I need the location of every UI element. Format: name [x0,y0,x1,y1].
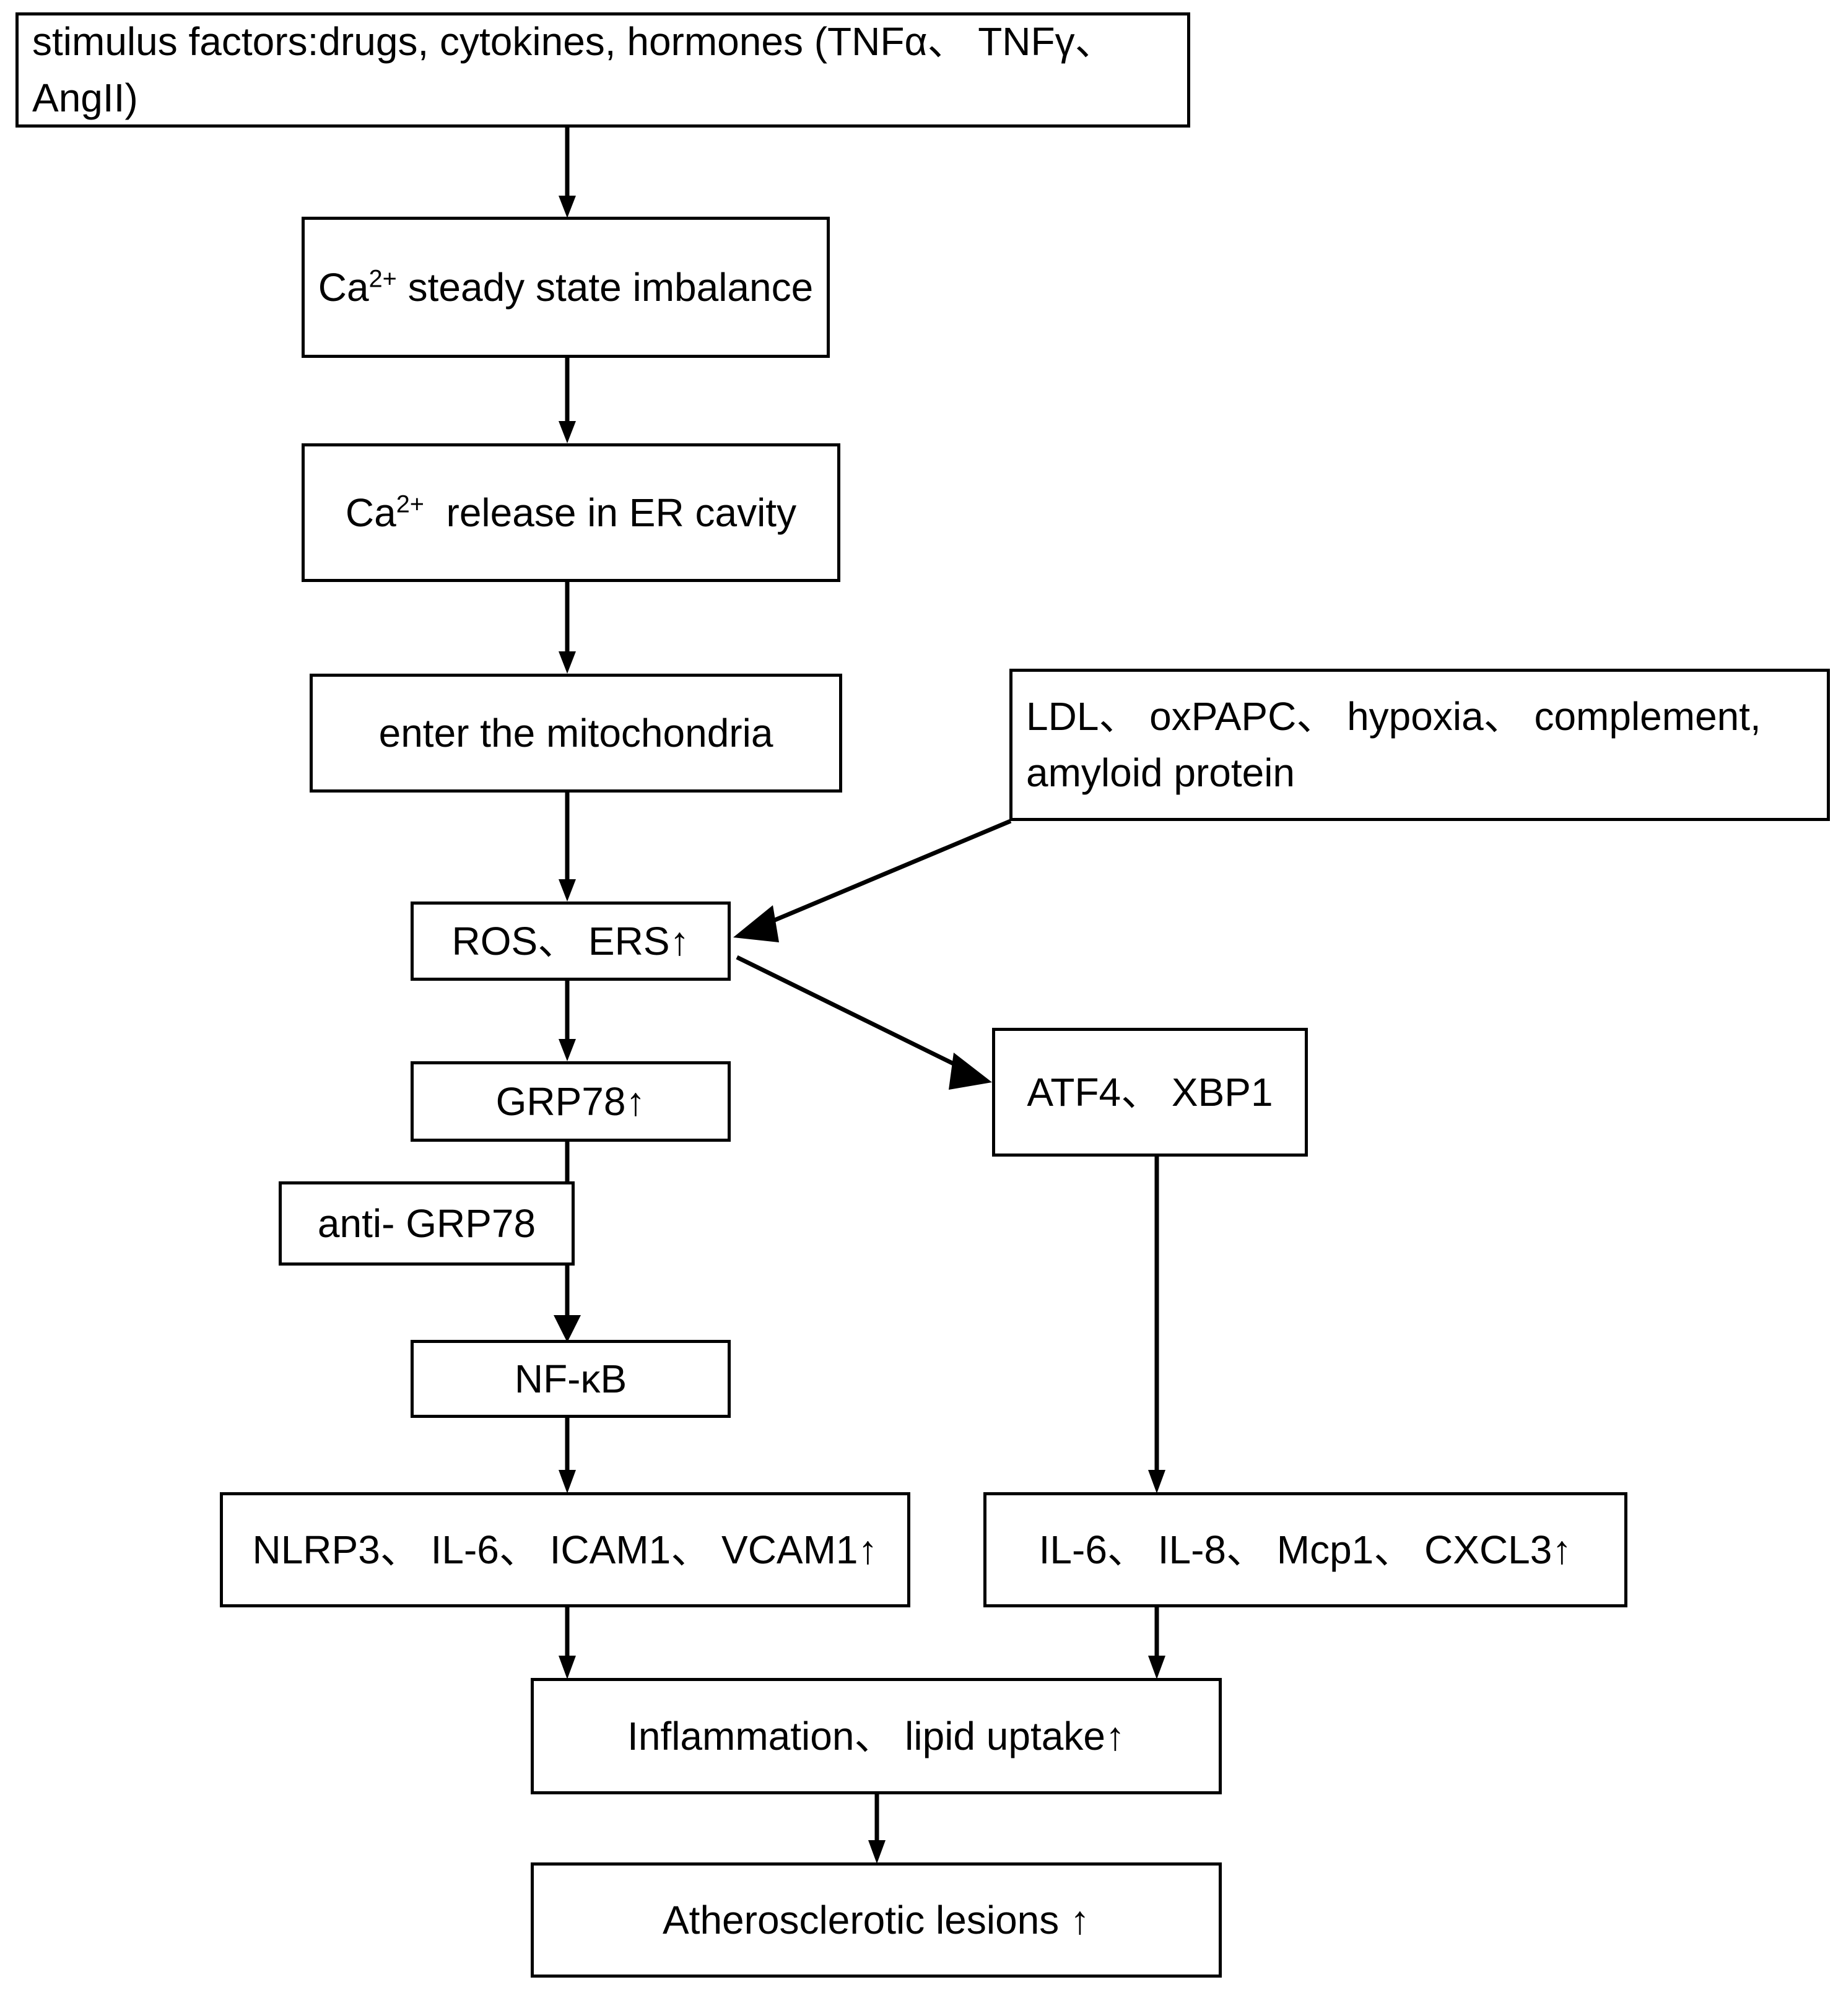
node-ca-steady-state-imbalance-label: Ca2+ steady state imbalance [318,264,814,310]
node-ca-release-in-er-cavity-label: Ca2+ release in ER cavity [345,490,797,535]
arrowhead-il6 [1148,1470,1165,1493]
node-ldl-stimuli-label: LDL、 oxPAPC、 hypoxia、 complement, amyloi… [1026,694,1772,795]
node-ca-release-in-er-cavity[interactable]: Ca2+ release in ER cavity [302,443,840,582]
arrowhead-nfkb [554,1315,581,1342]
arrowhead-nlrp3 [559,1470,576,1493]
edge-ros-to-atf4 [736,955,962,1070]
arrowhead-ca-release [559,421,576,443]
node-nf-kb-label: NF-κB [514,1356,627,1401]
node-ros-ers-label: ROS、 ERS↑ [451,918,690,963]
arrowhead-mitochondria [559,651,576,674]
arrowhead-inflammation-right [1148,1656,1165,1679]
node-grp78[interactable]: GRP78↑ [411,1061,731,1142]
node-atherosclerotic-lesions-label: Atherosclerotic lesions ↑ [662,1897,1091,1942]
node-stimulus-factors-label: stimulus factors:drugs, cytokines, hormo… [32,19,1126,120]
node-inflammation-lipid-uptake[interactable]: Inflammation、 lipid uptake↑ [531,1678,1222,1794]
node-ldl-stimuli[interactable]: LDL、 oxPAPC、 hypoxia、 complement, amyloi… [1009,669,1830,821]
arrowhead-inflammation-left [559,1656,576,1679]
node-nf-kb[interactable]: NF-κB [411,1340,731,1418]
arrowhead-ca-imbalance [559,196,576,218]
node-inflammation-lipid-uptake-label: Inflammation、 lipid uptake↑ [627,1713,1125,1758]
node-atf4-xbp1[interactable]: ATF4、 XBP1 [992,1028,1308,1157]
arrowhead-atherosclerotic [868,1840,886,1864]
arrowhead-grp78 [559,1039,576,1061]
node-anti-grp78-label: anti- GRP78 [317,1201,536,1246]
node-stimulus-factors[interactable]: stimulus factors:drugs, cytokines, hormo… [15,12,1190,128]
node-nlrp3-group-label: NLRP3、 IL-6、 ICAM1、 VCAM1↑ [252,1527,878,1572]
node-il6-group-label: IL-6、 IL-8、 Mcp1、 CXCL3↑ [1038,1527,1572,1572]
arrowhead-ros-from-ldl [733,905,779,942]
arrowhead-ros [559,879,576,902]
node-grp78-label: GRP78↑ [495,1079,646,1124]
arrowhead-atf4 [949,1053,992,1090]
edge-ldl-to-ros [762,819,1012,928]
node-nlrp3-group[interactable]: NLRP3、 IL-6、 ICAM1、 VCAM1↑ [220,1492,910,1607]
node-enter-the-mitochondria[interactable]: enter the mitochondria [310,674,842,793]
node-enter-the-mitochondria-label: enter the mitochondria [378,710,773,755]
node-atf4-xbp1-label: ATF4、 XBP1 [1027,1069,1273,1114]
node-anti-grp78[interactable]: anti- GRP78 [279,1181,575,1266]
node-ca-steady-state-imbalance[interactable]: Ca2+ steady state imbalance [302,217,830,358]
node-atherosclerotic-lesions[interactable]: Atherosclerotic lesions ↑ [531,1862,1222,1978]
node-il6-group[interactable]: IL-6、 IL-8、 Mcp1、 CXCL3↑ [983,1492,1627,1607]
node-ros-ers[interactable]: ROS、 ERS↑ [411,902,731,981]
